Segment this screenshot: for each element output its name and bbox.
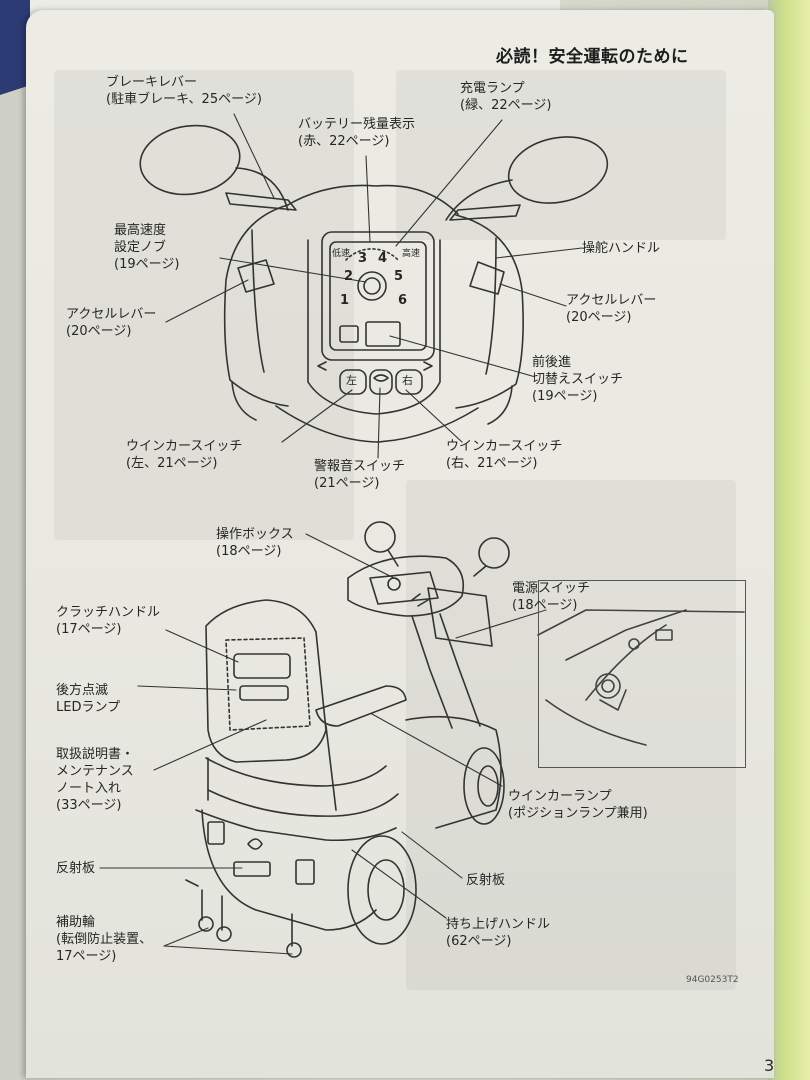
left-mirror bbox=[139, 124, 241, 196]
left-button-label: 左 bbox=[346, 374, 357, 387]
clutch-handle-shape bbox=[233, 653, 291, 679]
label-winker-switch-left: ウインカースイッチ(左、21ページ) bbox=[126, 439, 243, 471]
dial-number-1: 1 bbox=[340, 293, 350, 308]
label-reflector-right: 反射板 bbox=[466, 873, 506, 888]
page-number: 3 bbox=[764, 1056, 775, 1075]
label-manual-pocket: 取扱説明書・メンテナンスノート入れ(33ページ) bbox=[56, 747, 135, 813]
label-brake-lever: ブレーキレバー(駐車ブレーキ、25ページ) bbox=[106, 75, 262, 107]
label-steering-handle: 操舵ハンドル bbox=[582, 241, 661, 256]
dial-number-2: 2 bbox=[344, 269, 354, 284]
dial-number-6: 6 bbox=[398, 293, 408, 308]
part-code: 94G0253T2 bbox=[686, 975, 739, 985]
show-through-block bbox=[54, 70, 354, 540]
label-winker-switch-right: ウインカースイッチ(右、21ページ) bbox=[446, 439, 563, 471]
manual-page: 必読！安全運転のために bbox=[26, 10, 774, 1078]
right-winker-button bbox=[395, 369, 423, 395]
power-switch-inset bbox=[538, 580, 746, 768]
green-book-edge bbox=[768, 0, 810, 1080]
dial-number-4: 4 bbox=[378, 251, 388, 266]
dial-number-5: 5 bbox=[394, 269, 404, 284]
horn-button bbox=[369, 369, 393, 395]
label-accel-lever-right: アクセルレバー(20ページ) bbox=[566, 293, 657, 325]
left-winker-button bbox=[339, 369, 367, 395]
label-lift-handle: 持ち上げハンドル(62ページ) bbox=[446, 917, 551, 949]
high-speed-label: 高速 bbox=[402, 249, 421, 259]
label-reflector-left: 反射板 bbox=[56, 861, 96, 876]
show-through-block bbox=[406, 480, 736, 990]
low-speed-label: 低速 bbox=[332, 249, 351, 259]
label-clutch-handle: クラッチハンドル(17ページ) bbox=[56, 605, 161, 637]
label-control-box: 操作ボックス(18ページ) bbox=[216, 527, 294, 559]
page-header: 必読！安全運転のために bbox=[496, 47, 689, 67]
dial-number-3: 3 bbox=[358, 251, 368, 266]
label-accel-lever-left: アクセルレバー(20ページ) bbox=[66, 307, 157, 339]
label-aux-wheel: 補助輪(転倒防止装置、17ページ) bbox=[56, 915, 153, 964]
scooter-illustration bbox=[99, 113, 745, 958]
label-battery-indicator: バッテリー残量表示(赤、22ページ) bbox=[298, 117, 416, 149]
label-fwd-rev-switch: 前後進切替えスイッチ(19ページ) bbox=[532, 355, 624, 404]
rear-led-lamp-shape bbox=[239, 685, 289, 701]
label-horn-switch: 警報音スイッチ(21ページ) bbox=[314, 459, 406, 491]
label-speed-knob: 最高速度設定ノブ(19ページ) bbox=[114, 223, 180, 272]
label-charge-lamp: 充電ランプ(緑、22ページ) bbox=[460, 81, 552, 113]
right-button-label: 右 bbox=[402, 374, 413, 387]
right-mirror bbox=[507, 136, 609, 204]
label-power-switch: 電源スイッチ(18ページ) bbox=[512, 581, 591, 613]
label-winker-lamp: ウインカーランプ(ポジションランプ兼用) bbox=[508, 789, 648, 821]
